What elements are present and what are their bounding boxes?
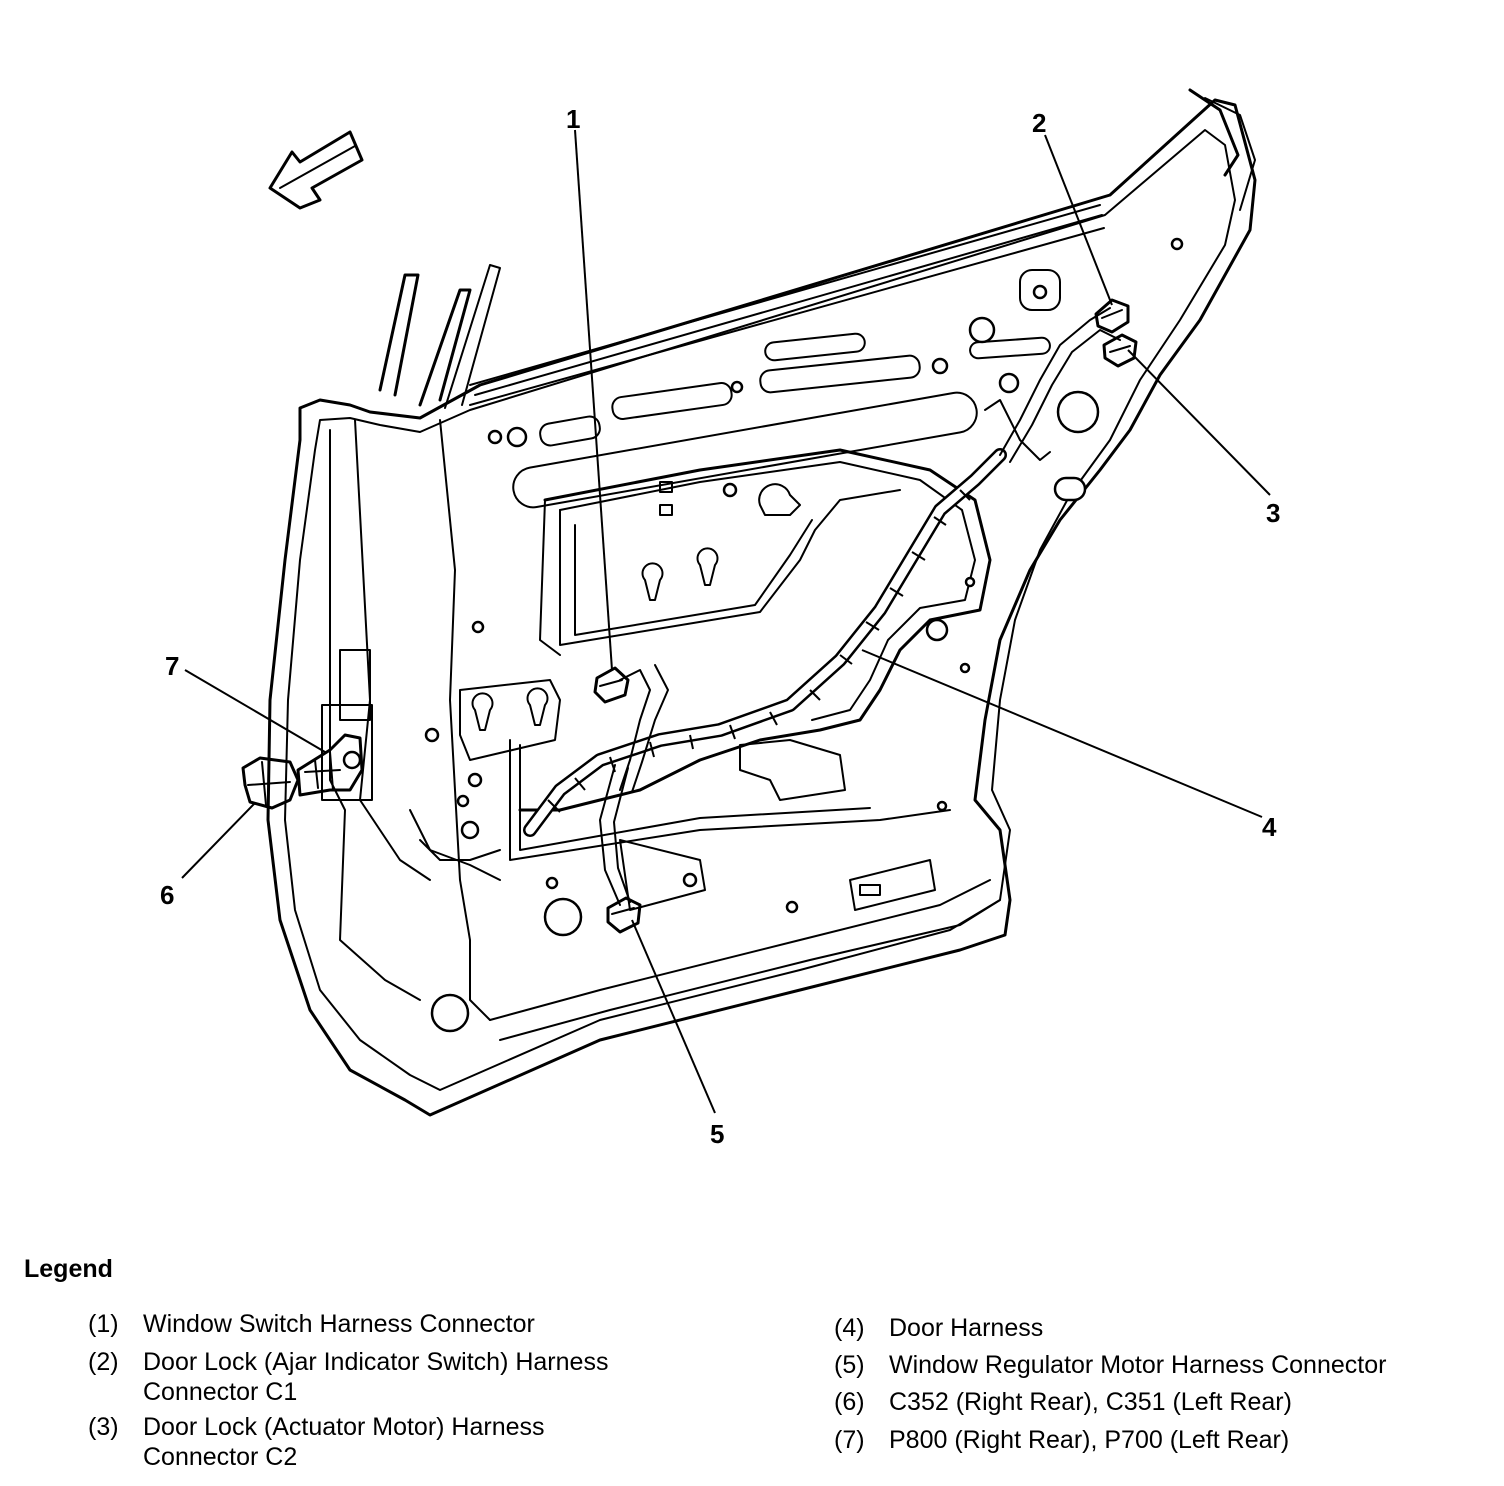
- legend-item-number: (2): [88, 1348, 119, 1376]
- door-body: [266, 88, 1257, 1117]
- callout-1: 1: [566, 104, 580, 134]
- connector-1: [593, 666, 630, 704]
- connector-2: [1094, 298, 1130, 334]
- legend-item-5: (5) Window Regulator Motor Harness Conne…: [834, 1350, 1484, 1380]
- callout-line-3: [1127, 349, 1271, 496]
- inner-panel-details: [409, 237, 1184, 1033]
- legend-item-number: (5): [834, 1351, 865, 1379]
- callout-4: 4: [1262, 812, 1277, 842]
- callout-line-6: [181, 802, 256, 879]
- callout-3: 3: [1266, 498, 1280, 528]
- callout-line-4: [861, 649, 1263, 818]
- legend-item-label: Door Lock (Actuator Motor) Harness Conne…: [143, 1413, 545, 1471]
- legend-item-number: (6): [834, 1388, 865, 1416]
- legend-item-1: (1) Window Switch Harness Connector: [88, 1309, 708, 1339]
- legend-item-label: Window Switch Harness Connector: [143, 1310, 535, 1338]
- legend-item-label: P800 (Right Rear), P700 (Left Rear): [889, 1426, 1290, 1454]
- callout-line-7: [184, 669, 326, 753]
- legend-item-2: (2) Door Lock (Ajar Indicator Switch) Ha…: [88, 1347, 688, 1407]
- callout-line-5: [631, 919, 716, 1114]
- door-harness-diagram: 1 2 3 4 5 6 7: [160, 88, 1280, 1149]
- connector-3: [1102, 333, 1138, 368]
- connector-5: [606, 896, 642, 934]
- callout-5: 5: [710, 1119, 724, 1149]
- callout-2: 2: [1032, 108, 1046, 138]
- door-harness: [419, 307, 1121, 906]
- front-direction-arrow-icon: [268, 130, 364, 210]
- legend: Legend (1) Window Switch Harness Connect…: [24, 1255, 1484, 1475]
- callout-7: 7: [165, 651, 179, 681]
- legend-item-number: (3): [88, 1413, 119, 1441]
- callout-line-2: [1044, 134, 1113, 306]
- legend-item-number: (4): [834, 1314, 865, 1342]
- legend-item-label: Door Harness: [889, 1314, 1044, 1342]
- legend-item-7: (7) P800 (Right Rear), P700 (Left Rear): [834, 1425, 1484, 1455]
- connector-7: [296, 733, 364, 797]
- legend-item-number: (7): [834, 1426, 865, 1454]
- callout-line-1: [574, 129, 613, 671]
- legend-item-number: (1): [88, 1310, 119, 1338]
- legend-item-6: (6) C352 (Right Rear), C351 (Left Rear): [834, 1387, 1484, 1417]
- legend-item-label: C352 (Right Rear), C351 (Left Rear): [889, 1388, 1292, 1416]
- legend-item-label: Door Lock (Ajar Indicator Switch) Harnes…: [143, 1348, 609, 1406]
- connector-6: [241, 756, 300, 810]
- callout-6: 6: [160, 880, 174, 910]
- legend-item-4: (4) Door Harness: [834, 1313, 1484, 1343]
- legend-title: Legend: [24, 1255, 113, 1283]
- legend-item-label: Window Regulator Motor Harness Connector: [889, 1351, 1387, 1379]
- legend-item-3: (3) Door Lock (Actuator Motor) Harness C…: [88, 1412, 648, 1472]
